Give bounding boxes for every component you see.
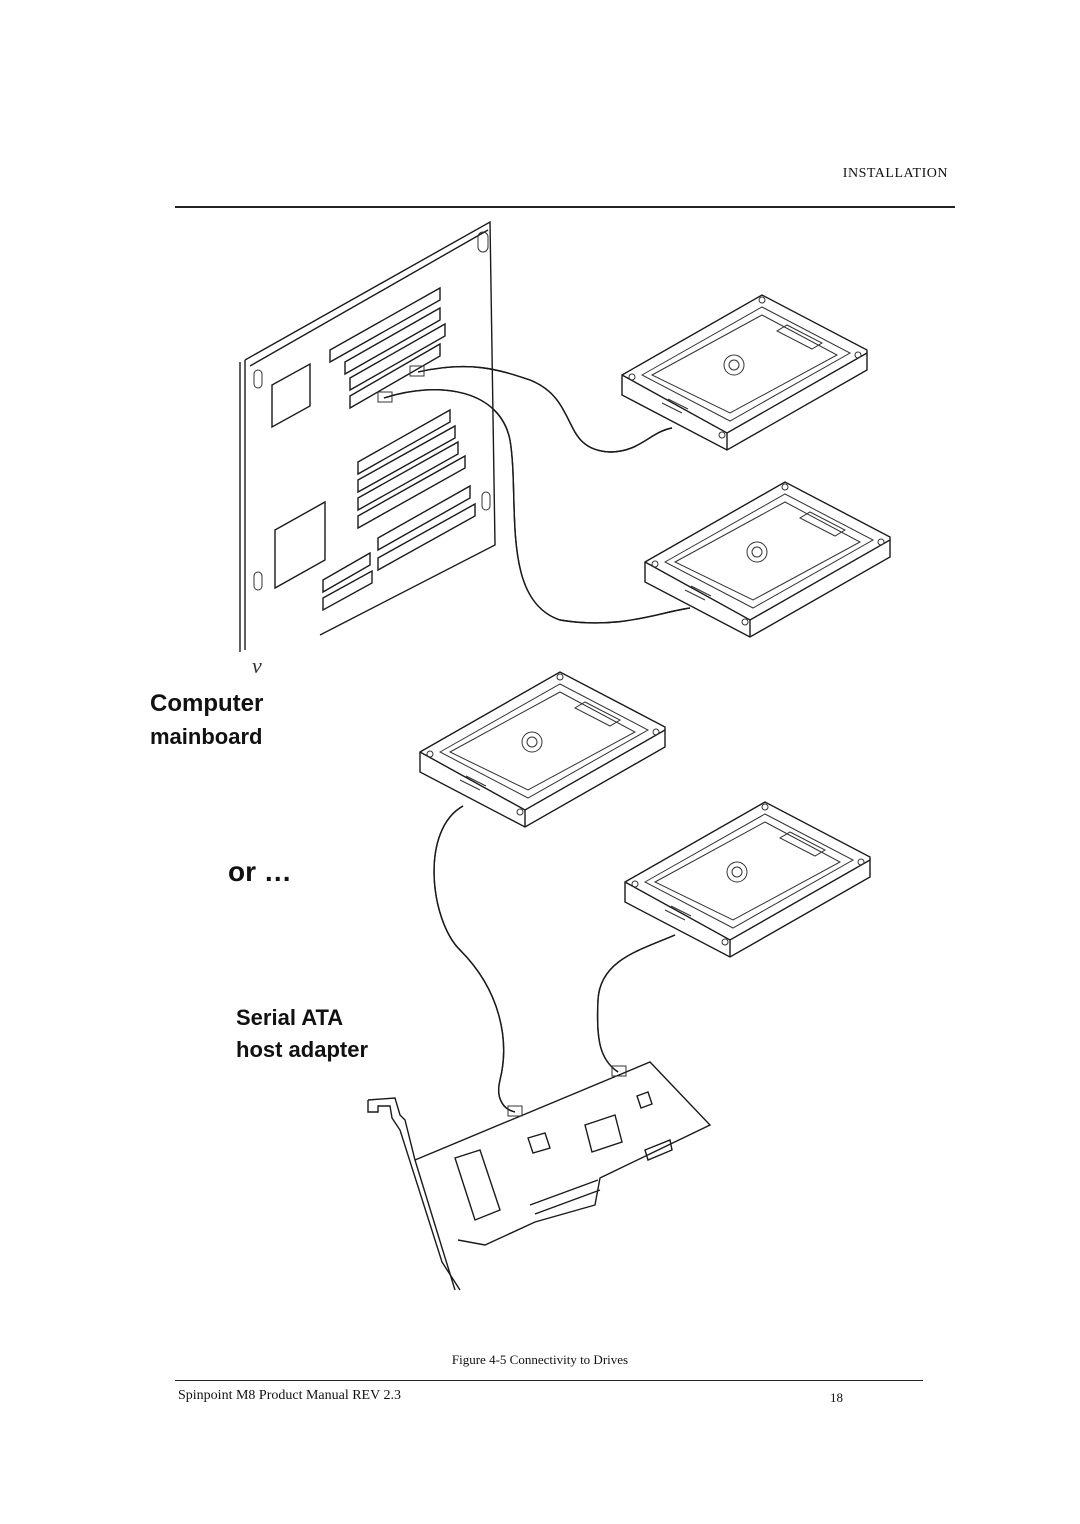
mainboard-drawing: v xyxy=(239,220,496,678)
page-header: INSTALLATION xyxy=(0,0,1080,215)
sata-cables-host-adapter xyxy=(433,805,676,1113)
manual-title: Spinpoint M8 Product Manual REV 2.3 xyxy=(178,1388,401,1403)
host-adapter-card-drawing xyxy=(367,1061,712,1291)
header-divider xyxy=(175,206,955,208)
or-label: or … xyxy=(228,856,292,887)
figure-caption: Figure 4-5 Connectivity to Drives xyxy=(451,1352,629,1367)
connectivity-illustration: v xyxy=(239,220,891,1291)
serial-ata-label: Serial ATA xyxy=(236,1005,344,1030)
svg-text:v: v xyxy=(252,653,262,678)
page-number: 18 xyxy=(830,1390,843,1405)
host-adapter-label: host adapter xyxy=(236,1037,369,1062)
sata-cables-mainboard xyxy=(377,365,691,624)
mainboard-label: mainboard xyxy=(150,724,263,749)
computer-label: Computer xyxy=(150,690,264,717)
footer-divider xyxy=(175,1380,923,1381)
section-title: INSTALLATION xyxy=(842,166,948,181)
